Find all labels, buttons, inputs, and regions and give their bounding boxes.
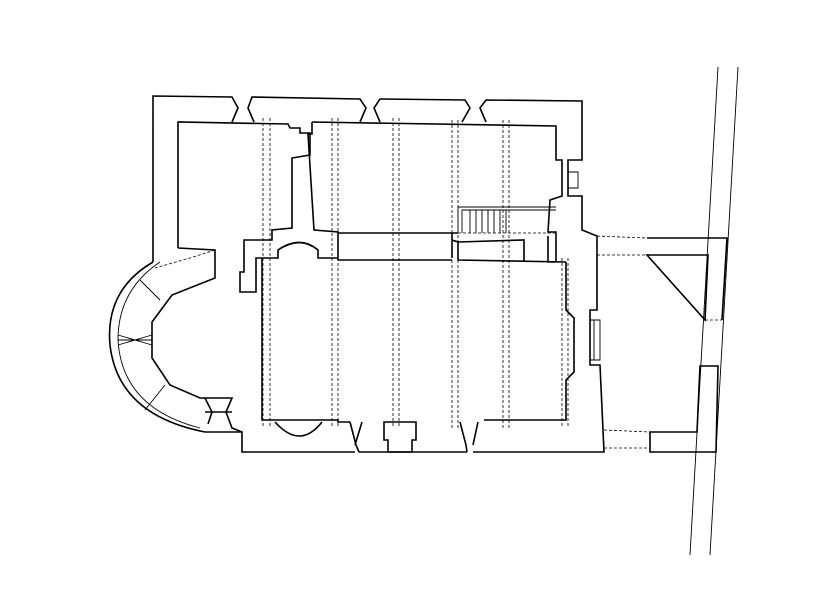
right-window — [568, 171, 601, 361]
apse-inner-arc — [117, 261, 201, 429]
outer-wall — [152, 95, 605, 453]
annex-wall — [645, 237, 728, 453]
apse-inner-wall — [151, 247, 216, 425]
staircase — [457, 206, 556, 233]
apse-outer-wall — [108, 261, 206, 433]
room-1-wall — [177, 121, 338, 293]
beam-lines — [154, 118, 569, 428]
main-hall-wall — [261, 258, 575, 453]
apse-window — [205, 397, 243, 433]
boundary-line — [689, 66, 739, 556]
annex-connection — [596, 235, 722, 449]
apse-windows — [117, 279, 166, 411]
partition-wall — [338, 232, 567, 263]
